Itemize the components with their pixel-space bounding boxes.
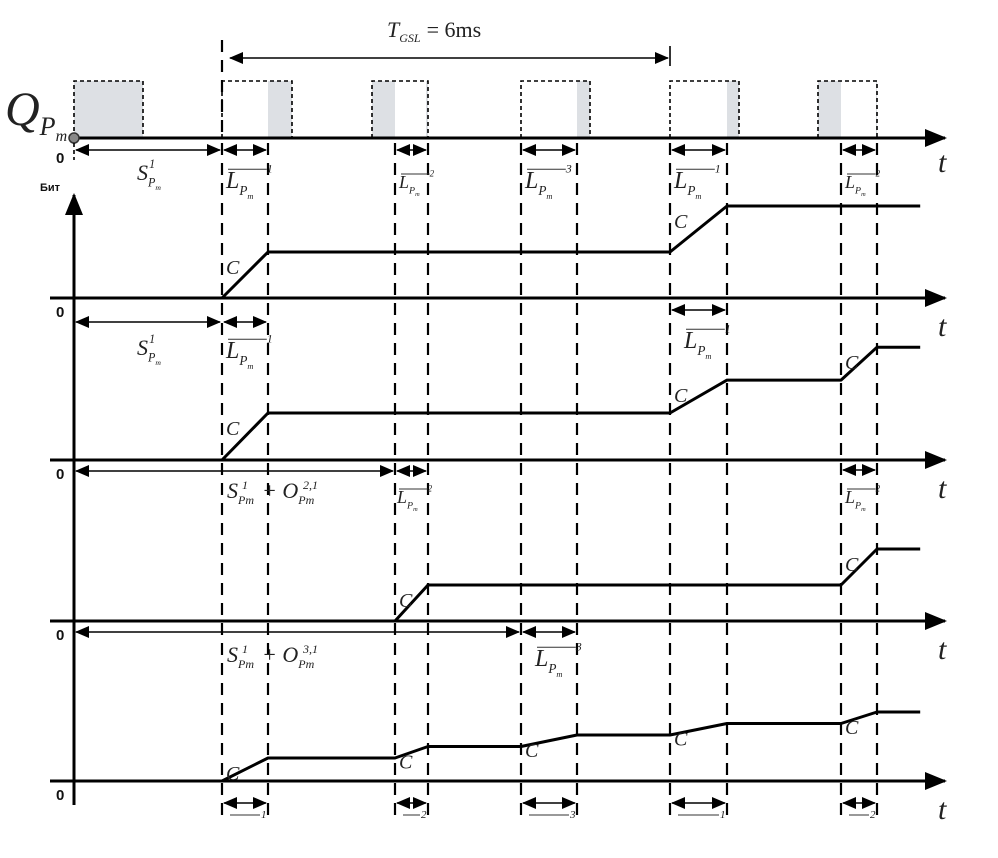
ramp-label-c: C — [399, 752, 413, 774]
superscript: 1 — [725, 321, 731, 335]
pulse-window — [817, 80, 878, 138]
zero-label: 0 — [56, 627, 64, 644]
slot-label-L3: LPm 3 — [534, 639, 582, 678]
ramp-label-c: C — [226, 418, 240, 440]
slot-label-L3-text: LPm — [524, 168, 552, 201]
slot-label-L3: LPm 3 — [524, 161, 572, 200]
pulse-shade — [818, 81, 841, 138]
zero-label: 0 — [56, 466, 64, 483]
pulse-window — [520, 80, 591, 138]
superscript: 3 — [575, 639, 582, 653]
superscript: 1 — [261, 809, 267, 821]
s1-label-text: SPm — [137, 335, 161, 367]
slot-label-L1-text: LPm — [673, 168, 701, 201]
superscript: 1 — [149, 332, 155, 346]
pulse-window — [371, 80, 429, 138]
slot-label-L1: LPm 1 — [225, 331, 273, 370]
s1-plus-o31-label: SPm+ OPm — [227, 642, 315, 671]
superscript: 3 — [565, 161, 572, 175]
slot-label-L1-text: LPm — [225, 168, 253, 201]
superscript: 3 — [569, 809, 576, 821]
panel-3-curve — [393, 547, 921, 623]
superscript: 2 — [430, 168, 435, 178]
pulse-outlines — [73, 80, 878, 138]
q-label: QPm — [5, 83, 67, 145]
superscript: 1 — [242, 642, 248, 656]
panel-1-curve — [74, 204, 921, 300]
superscript: 3,1 — [302, 642, 318, 656]
time-label: t — [938, 793, 947, 826]
slot-label-L2: LPm 2 — [396, 483, 433, 513]
pulse-shade — [727, 81, 739, 138]
slot-label-L2-text: LPm — [398, 172, 420, 198]
slot-guides — [220, 40, 879, 820]
ramp-label-c: C — [525, 740, 539, 762]
ramp-label-c: C — [399, 590, 413, 612]
ramp-label-c: C — [674, 211, 688, 233]
superscript: 2,1 — [303, 478, 318, 492]
y-unit-label: Бит — [40, 182, 61, 194]
slot-label-L2-text: LPm — [844, 487, 866, 513]
ramp-label-c: C — [845, 554, 859, 576]
superscript: 1 — [242, 478, 248, 492]
interval-arrows — [75, 52, 876, 809]
ramp-label-c: C — [226, 763, 240, 785]
pulse-shade — [426, 81, 428, 138]
s1-plus-o21-label: SPm+ OPm — [227, 478, 315, 507]
zero-label: 0 — [56, 150, 64, 167]
slot-label-L1-text: LPm — [683, 328, 711, 361]
slot-label-L3-text: LPm — [534, 646, 562, 679]
time-label: t — [938, 146, 947, 179]
zero-label: 0 — [56, 787, 64, 804]
time-label: t — [938, 310, 947, 343]
ramp-label-c: C — [226, 257, 240, 279]
slot-label-L1: LPm 1 — [673, 161, 721, 200]
ramp-label-c: C — [674, 385, 688, 407]
superscript: 2 — [876, 168, 881, 178]
superscript: 2 — [421, 809, 427, 821]
zero-label: 0 — [56, 304, 64, 321]
pulse-window — [669, 80, 740, 138]
pulse-shade — [577, 81, 590, 138]
slot-label-L2-text: LPm — [396, 487, 418, 513]
superscript: 2 — [428, 483, 433, 493]
slot-label-L1-text: LPm — [225, 338, 253, 371]
panel-2-curve — [220, 345, 921, 462]
superscript: 1 — [267, 161, 273, 175]
pulse-window — [221, 80, 293, 138]
superscript: 2 — [870, 809, 876, 821]
tgsl-label: TGSL= 6ms — [387, 17, 481, 45]
pulse-shading — [74, 81, 877, 138]
superscript: 1 — [149, 157, 155, 171]
superscript: 2 — [876, 483, 881, 493]
superscript: 1 — [267, 331, 273, 345]
superscript: 1 — [715, 161, 721, 175]
slot-label-L1: LPm 1 — [225, 161, 273, 200]
origin-dot — [68, 132, 80, 144]
ramp-label-c: C — [845, 717, 859, 739]
pulse-shade — [372, 81, 395, 138]
axes — [50, 129, 947, 805]
ramp-label-c: C — [845, 352, 859, 374]
pulse-shade — [268, 81, 292, 138]
pulse-shade — [876, 81, 877, 138]
pulse-window — [73, 80, 144, 138]
panel-4-curve — [221, 710, 921, 783]
slot-label-L2-text: LPm — [844, 172, 866, 198]
time-label: t — [938, 633, 947, 666]
pulse-shade — [74, 81, 143, 138]
slot-label-L2: LPm 2 — [844, 168, 881, 198]
ramp-label-c: C — [674, 729, 688, 751]
superscript: 1 — [720, 809, 726, 821]
bit-curves — [74, 204, 921, 783]
s1-label-text: SPm — [137, 160, 161, 192]
slot-label-L2: LPm 2 — [398, 168, 435, 198]
time-label: t — [938, 472, 947, 505]
slot-label-L2: LPm 2 — [844, 483, 881, 513]
slot-label-L1: LPm 1 — [683, 321, 731, 360]
